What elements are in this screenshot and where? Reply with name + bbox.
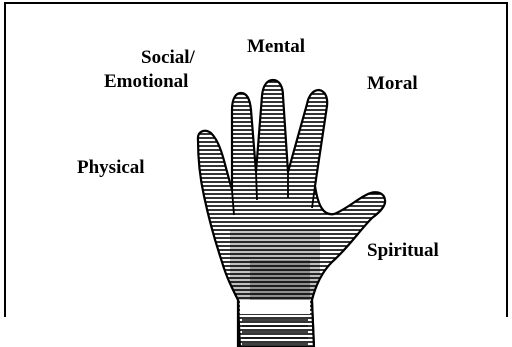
label-emotional: Emotional	[104, 71, 188, 92]
label-physical: Physical	[77, 157, 145, 178]
label-spiritual: Spiritual	[367, 240, 439, 261]
label-mental: Mental	[247, 36, 305, 57]
label-social: Social/	[141, 47, 195, 68]
label-moral: Moral	[367, 73, 418, 94]
